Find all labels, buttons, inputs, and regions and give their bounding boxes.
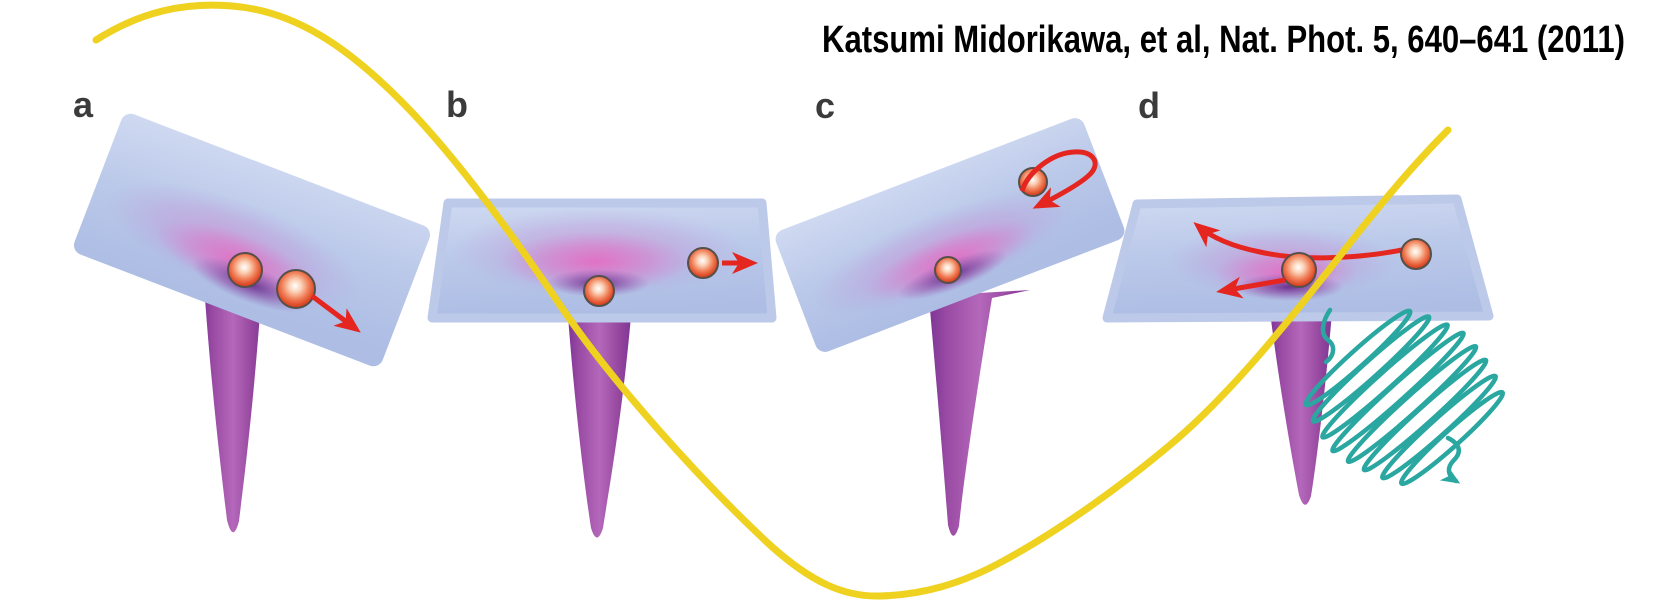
panel-a-label: a (73, 84, 94, 125)
recombination-arrow (1216, 276, 1286, 299)
panel-c-label: c (815, 85, 835, 126)
panel-d (1102, 194, 1494, 505)
electron-sphere-d (1400, 238, 1432, 270)
ion-sphere-b (583, 275, 615, 307)
coulomb-potential-funnel-d (1270, 312, 1332, 505)
electron-sphere-b (687, 247, 719, 279)
panel-d-label: d (1138, 85, 1160, 126)
citation-text: Katsumi Midorikawa, et al, Nat. Phot. 5,… (822, 19, 1625, 61)
panel-b (427, 198, 777, 538)
coulomb-potential-funnel-c (929, 290, 1030, 536)
panel-c (775, 118, 1125, 536)
xuv-emission-burst (1303, 307, 1506, 487)
xuv-burst-start-squiggle (1320, 307, 1336, 365)
xuv-burst-loop (1330, 330, 1466, 454)
xuv-burst-loop (1361, 357, 1489, 473)
electron-sphere-a (276, 269, 316, 309)
panel-b-label: b (446, 84, 468, 125)
xuv-burst-loop (1310, 314, 1432, 424)
turnaround-loop-arrow (1019, 149, 1098, 209)
panel-a (74, 113, 430, 533)
coulomb-potential-funnel-a (202, 255, 264, 533)
ion-sphere-d (1281, 252, 1317, 288)
laser-field-wave (92, 1, 1452, 600)
coulomb-potential-funnel-b (568, 316, 631, 538)
ion-sphere-a (227, 252, 263, 288)
recollision-arrow (1193, 222, 1403, 261)
xuv-emission-arrow (1439, 435, 1462, 484)
tunnel-ionization-arrow (310, 294, 361, 333)
ion-sphere-c (934, 256, 962, 284)
